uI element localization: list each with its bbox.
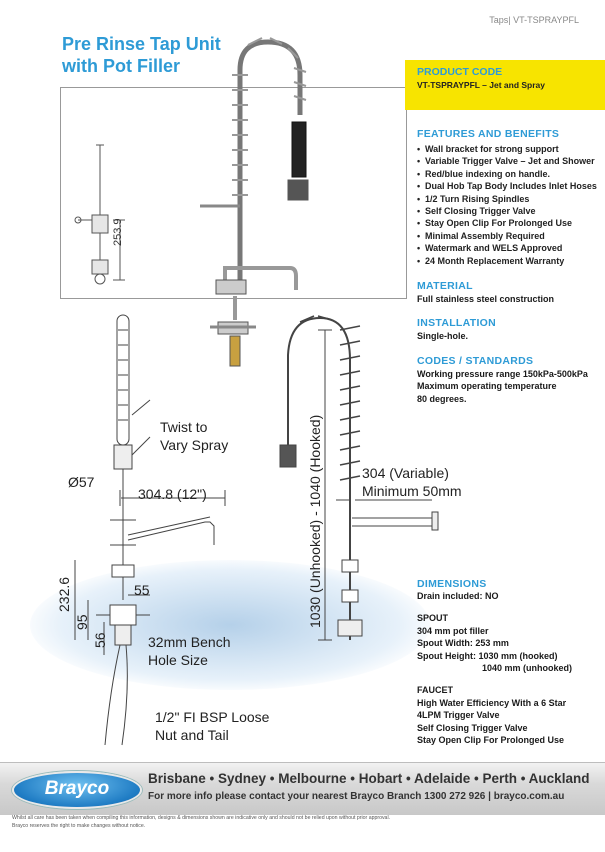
feature-item: Self Closing Trigger Valve xyxy=(417,205,602,218)
installation-title: INSTALLATION xyxy=(417,317,497,330)
spout-line-2: Spout Width: 253 mm xyxy=(417,638,509,649)
logo-text: Brayco xyxy=(44,778,110,799)
dimensions-column: DIMENSIONS Drain included: NO SPOUT 304 … xyxy=(417,578,602,746)
codes-line-2: Maximum operating temperature xyxy=(417,381,557,392)
product-photo-drawing xyxy=(200,37,309,367)
codes-line-3: 80 degrees. xyxy=(417,393,467,404)
faucet-line-4: Stay Open Clip For Prolonged Use xyxy=(417,735,565,746)
vertical-dim-label: 1030 (Unhooked) - 1040 (Hooked) xyxy=(307,414,323,628)
nut-line-1: 1/2" FI BSP Loose xyxy=(155,709,270,725)
variable-label: 304 (Variable) Minimum 50mm xyxy=(362,464,462,500)
nut-label: 1/2" FI BSP Loose Nut and Tail xyxy=(155,708,269,744)
twist-label: Twist to Vary Spray xyxy=(160,418,228,454)
dim-55: 55 xyxy=(134,582,150,598)
product-image-frame xyxy=(60,87,407,299)
feature-item: Dual Hob Tap Body Includes Inlet Hoses xyxy=(417,180,602,193)
bench-line-2: Hole Size xyxy=(148,652,208,668)
side-dimension-drawing xyxy=(279,315,439,641)
footer-contact[interactable]: For more info please contact your neares… xyxy=(148,791,565,802)
bench-line-1: 32mm Bench xyxy=(148,634,231,650)
side-view-drawing xyxy=(74,144,125,285)
right-column: FEATURES AND BENEFITS Wall bracket for s… xyxy=(417,128,602,405)
material-text: Full stainless steel construction xyxy=(417,294,555,305)
feature-item: 1/2 Turn Rising Spindles xyxy=(417,193,602,206)
disclaimer-1: Whilst all care has been taken when comp… xyxy=(12,815,391,821)
faucet-line-1: High Water Efficiency With a 6 Star xyxy=(417,697,567,708)
dim-232-6: 232.6 xyxy=(56,576,72,612)
feature-item: Red/blue indexing on handle. xyxy=(417,168,602,181)
spout-line-1: 304 mm pot filler xyxy=(417,625,489,636)
installation-text: Single-hole. xyxy=(417,331,469,342)
product-code-box: PRODUCT CODE VT-TSPRAYPFL – Jet and Spra… xyxy=(405,60,605,110)
spout-line-4: 1040 mm (unhooked) xyxy=(482,663,573,674)
feature-item: 24 Month Replacement Warranty xyxy=(417,255,602,268)
twist-line-1: Twist to xyxy=(160,419,208,435)
drain-text: Drain included: NO xyxy=(417,591,499,601)
faucet-line-2: 4LPM Trigger Valve xyxy=(417,710,500,721)
spout-line-3: Spout Height: 1030 mm (hooked) xyxy=(417,650,558,661)
dim-56: 56 xyxy=(92,632,108,648)
material-title: MATERIAL xyxy=(417,280,473,293)
spout-title: SPOUT xyxy=(417,613,449,624)
dimensions-title: DIMENSIONS xyxy=(417,578,487,590)
footer-cities: Brisbane • Sydney • Melbourne • Hobart •… xyxy=(148,771,590,786)
title-line-2: with Pot Filler xyxy=(62,56,181,76)
diameter-label: Ø57 xyxy=(68,474,95,490)
page-title: Pre Rinse Tap Unit with Pot Filler xyxy=(62,33,221,77)
faucet-line-3: Self Closing Trigger Valve xyxy=(417,722,528,733)
header-category: Taps| VT-TSPRAYPFL xyxy=(489,15,579,25)
disclaimer-2: Brayco reserves the right to make change… xyxy=(12,823,146,829)
feature-item: Wall bracket for strong support xyxy=(417,143,602,156)
brayco-logo[interactable]: Brayco xyxy=(12,771,142,809)
brand-watermark xyxy=(30,560,430,690)
product-code-value: VT-TSPRAYPFL – Jet and Spray xyxy=(417,80,546,90)
faucet-title: FAUCET xyxy=(417,685,453,696)
title-line-1: Pre Rinse Tap Unit xyxy=(62,34,221,54)
feature-item: Variable Trigger Valve – Jet and Shower xyxy=(417,155,602,168)
twist-line-2: Vary Spray xyxy=(160,437,229,453)
feature-item: Minimal Assembly Required xyxy=(417,230,602,243)
nut-line-2: Nut and Tail xyxy=(155,727,229,743)
bench-label: 32mm Bench Hole Size xyxy=(148,633,230,669)
front-view-drawing xyxy=(74,314,226,746)
feature-item: Stay Open Clip For Prolonged Use xyxy=(417,217,602,230)
codes-title: CODES / STANDARDS xyxy=(417,354,534,367)
variable-line-1: 304 (Variable) xyxy=(362,465,449,481)
spout-length-label: 304.8 (12") xyxy=(138,486,207,502)
feature-item: Watermark and WELS Approved xyxy=(417,242,602,255)
features-list: Wall bracket for strong support Variable… xyxy=(417,143,602,267)
dim-253-9: 253.9 xyxy=(112,218,124,246)
features-title: FEATURES AND BENEFITS xyxy=(417,128,560,140)
product-code-label: PRODUCT CODE xyxy=(417,66,503,78)
codes-line-1: Working pressure range 150kPa-500kPa xyxy=(417,368,588,379)
variable-line-2: Minimum 50mm xyxy=(362,483,462,499)
dim-95: 95 xyxy=(74,614,90,630)
